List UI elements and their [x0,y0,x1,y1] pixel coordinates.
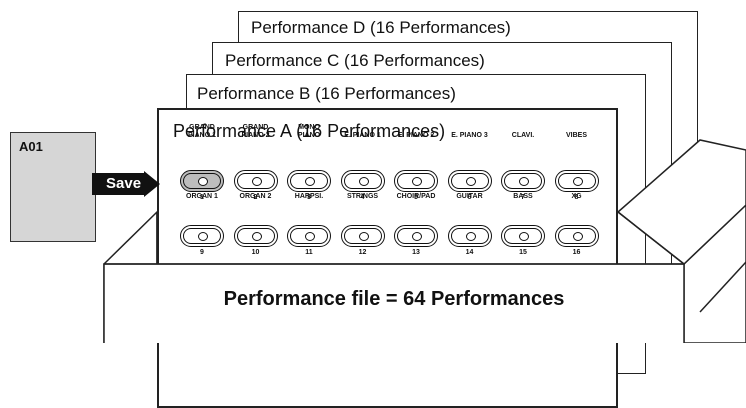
led-indicator-icon [573,177,583,186]
box-caption: Performance file = 64 Performances [104,288,684,311]
led-indicator-icon [305,232,315,241]
led-indicator-icon [359,232,369,241]
led-indicator-icon [359,177,369,186]
led-indicator-icon [466,232,476,241]
led-indicator-icon [466,177,476,186]
save-label: Save [96,173,152,195]
led-indicator-icon [519,177,529,186]
led-indicator-icon [412,232,422,241]
led-indicator-icon [252,232,262,241]
led-indicator-icon [305,177,315,186]
a01-label: A01 [19,139,43,154]
a01-source-card: A01 [10,132,96,242]
led-indicator-icon [573,232,583,241]
led-indicator-icon [252,177,262,186]
led-indicator-icon [198,177,208,186]
led-indicator-icon [198,232,208,241]
led-indicator-icon [412,177,422,186]
led-indicator-icon [519,232,529,241]
